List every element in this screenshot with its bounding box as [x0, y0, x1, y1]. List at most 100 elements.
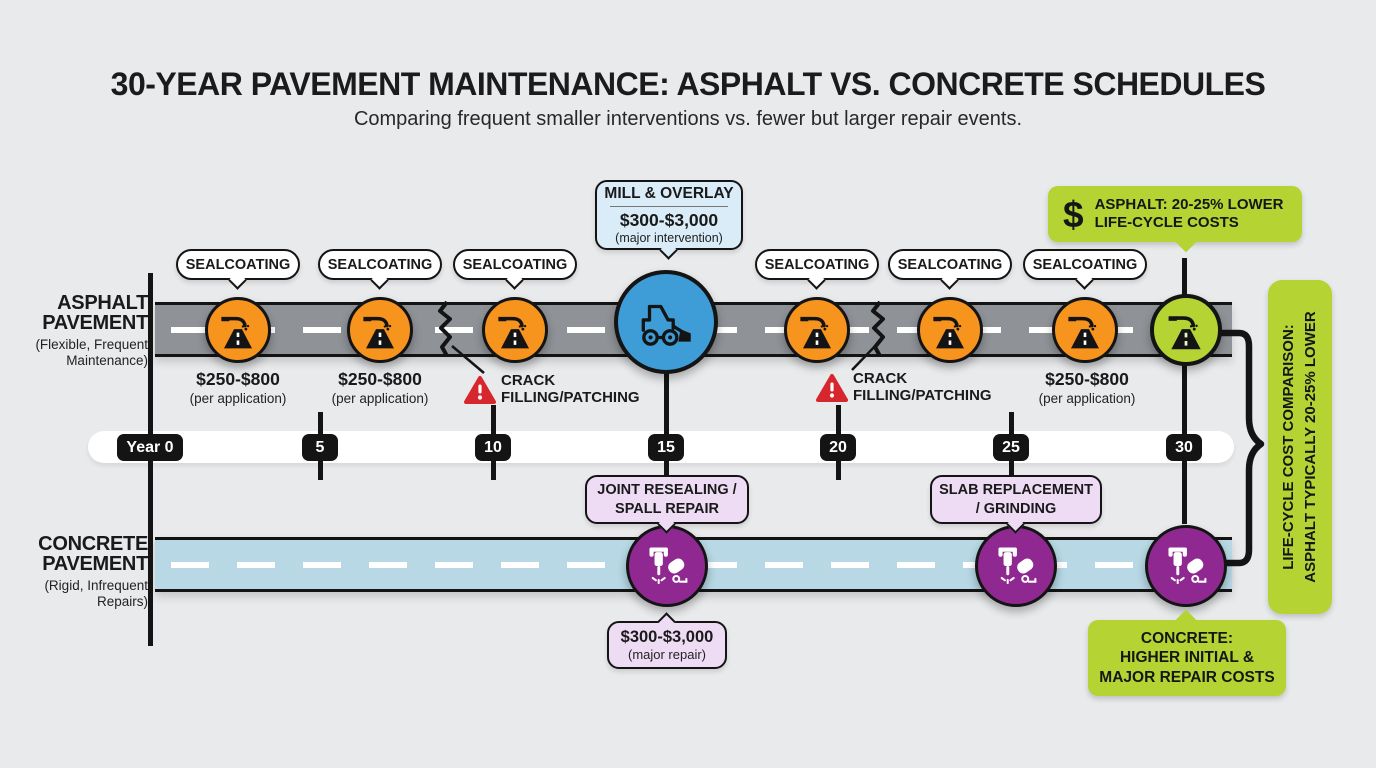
spray-road-icon: [1168, 316, 1201, 350]
sealcoating-callout-2: SEALCOATING: [318, 249, 442, 290]
crack-label-line1: CRACK: [853, 370, 908, 387]
comparison-line2: ASPHALT TYPICALLY 20-25% LOWER: [1302, 311, 1319, 583]
sealcoating-event-circle: [347, 297, 413, 363]
crack-filling-label: CRACK FILLING/PATCHING: [501, 372, 640, 407]
comparison-line1: LIFE-CYCLE COST COMPARISON:: [1280, 324, 1298, 570]
callout-tail: [940, 270, 959, 290]
repair-cost-note: (major repair): [627, 647, 706, 662]
sealcoating-cost-label: $250-$800 (per application): [305, 369, 455, 406]
concrete-repair-event-circle: [626, 525, 708, 607]
sealcoating-callout-1: SEALCOATING: [176, 249, 300, 290]
callout-tail: [505, 270, 524, 290]
crack-label-line1: CRACK: [501, 372, 556, 389]
year-chip-30: 30: [1166, 434, 1202, 461]
badge-tail: [1174, 229, 1198, 253]
callout-tail: [370, 270, 389, 290]
cost-note: (per application): [1038, 391, 1136, 406]
sealcoating-event-circle: [482, 297, 548, 363]
sealcoating-cost-label: $250-$800 (per application): [163, 369, 313, 406]
jackhammer-mixer-icon: [1168, 547, 1207, 585]
sealcoating-label: SEALCOATING: [185, 256, 291, 273]
asphalt-year30-event-circle: [1150, 294, 1222, 366]
warning-triangle-icon: [464, 376, 496, 404]
sealcoating-event-circle: [205, 297, 271, 363]
lifecycle-comparison-text: LIFE-CYCLE COST COMPARISON: ASPHALT TYPI…: [1268, 280, 1332, 614]
warning-triangle-icon: [816, 374, 848, 402]
asphalt-savings-text: ASPHALT: 20-25% LOWER LIFE-CYCLE COSTS: [1095, 196, 1284, 231]
lifecycle-comparison-badge: LIFE-CYCLE COST COMPARISON: ASPHALT TYPI…: [1268, 280, 1332, 614]
sealcoating-callout-5: SEALCOATING: [888, 249, 1012, 290]
sealcoating-event-circle: [784, 297, 850, 363]
sealcoating-callout-3: SEALCOATING: [453, 249, 577, 290]
asphalt-savings-line2: LIFE-CYCLE COSTS: [1094, 214, 1239, 231]
asphalt-savings-badge: $ ASPHALT: 20-25% LOWER LIFE-CYCLE COSTS: [1048, 186, 1302, 253]
tick-year-15: [664, 350, 669, 478]
joint-resealing-callout: JOINT RESEALING / SPALL REPAIR: [585, 475, 749, 534]
year-chip-10: 10: [475, 434, 511, 461]
year-chip-15: 15: [648, 434, 684, 461]
year-chip-25: 25: [993, 434, 1029, 461]
callout-tail: [807, 270, 826, 290]
dollar-icon: $: [1063, 193, 1084, 235]
mill-overlay-title: MILL & OVERLAY: [604, 185, 734, 202]
concrete-costs-line2: HIGHER INITIAL &: [1119, 649, 1255, 667]
sealcoating-label: SEALCOATING: [764, 256, 870, 273]
sealcoating-event-circle: [917, 297, 983, 363]
joint-resealing-line2: SPALL REPAIR: [615, 500, 719, 517]
year-chip-20: 20: [820, 434, 856, 461]
repair-cost-value: $300-$3,000: [620, 628, 714, 646]
mill-overlay-note: (major intervention): [615, 231, 723, 245]
concrete-repair-event-circle: [975, 525, 1057, 607]
divider: [609, 206, 729, 207]
concrete-row-title: CONCRETE PAVEMENT: [38, 533, 148, 576]
page-subtitle: Comparing frequent smaller interventions…: [353, 108, 1023, 130]
sealcoating-callout-6: SEALCOATING: [1023, 249, 1147, 290]
sealcoating-label: SEALCOATING: [327, 256, 433, 273]
tick-year-30: [1182, 258, 1187, 524]
milling-machine-icon: [641, 304, 691, 346]
spray-road-icon: [933, 316, 964, 349]
year-chip-5: 5: [302, 434, 338, 461]
cost-value: $250-$800: [1045, 369, 1129, 389]
spray-road-icon: [363, 316, 394, 349]
spray-road-icon: [221, 316, 252, 349]
concrete-repair-cost-callout: $300-$3,000 (major repair): [607, 611, 727, 669]
slab-replacement-line1: SLAB REPLACEMENT: [939, 481, 1093, 498]
asphalt-row-subtitle: (Flexible, Frequent Maintenance): [35, 336, 148, 368]
sealcoating-label: SEALCOATING: [462, 256, 568, 273]
mill-overlay-cost: $300-$3,000: [619, 210, 719, 230]
sealcoating-label: SEALCOATING: [897, 256, 1003, 273]
cost-value: $250-$800: [196, 369, 280, 389]
spray-road-icon: [1068, 316, 1099, 349]
sealcoating-label: SEALCOATING: [1032, 256, 1138, 273]
cost-note: (per application): [331, 391, 429, 406]
asphalt-row-title: ASPHALT PAVEMENT: [42, 292, 148, 335]
jackhammer-mixer-icon: [998, 547, 1037, 585]
callout-tail: [228, 270, 247, 290]
crack-filling-label: CRACK FILLING/PATCHING: [853, 370, 992, 405]
crack-label-line2: FILLING/PATCHING: [501, 389, 640, 407]
concrete-costs-line3: MAJOR REPAIR COSTS: [1099, 668, 1275, 686]
concrete-row-subtitle: (Rigid, Infrequent Repairs): [44, 577, 148, 609]
slab-replacement-line2: / GRINDING: [975, 500, 1057, 517]
sealcoating-callout-4: SEALCOATING: [755, 249, 879, 290]
spray-road-icon: [800, 316, 831, 349]
year-chip-0: Year 0: [117, 434, 183, 461]
joint-resealing-line1: JOINT RESEALING /: [597, 481, 737, 498]
spray-road-icon: [498, 316, 529, 349]
concrete-repair-event-circle: [1145, 525, 1227, 607]
asphalt-row-label: ASPHALT PAVEMENT (Flexible, Frequent Mai…: [4, 293, 148, 369]
concrete-costs-line1: CONCRETE:: [1140, 629, 1234, 647]
slab-replacement-callout: SLAB REPLACEMENT / GRINDING: [930, 475, 1102, 534]
asphalt-savings-line1: ASPHALT: 20-25% LOWER: [1094, 196, 1284, 214]
concrete-row-label: CONCRETE PAVEMENT (Rigid, Infrequent Rep…: [4, 534, 148, 610]
mill-overlay-callout: MILL & OVERLAY $300-$3,000 (major interv…: [595, 180, 743, 260]
crack-label-line2: FILLING/PATCHING: [853, 387, 992, 405]
callout-tail: [1075, 270, 1094, 290]
cost-value: $250-$800: [338, 369, 422, 389]
mill-overlay-event-circle: [614, 270, 718, 374]
sealcoating-cost-label: $250-$800 (per application): [1012, 369, 1162, 406]
cost-note: (per application): [189, 391, 287, 406]
jackhammer-mixer-icon: [649, 547, 688, 585]
